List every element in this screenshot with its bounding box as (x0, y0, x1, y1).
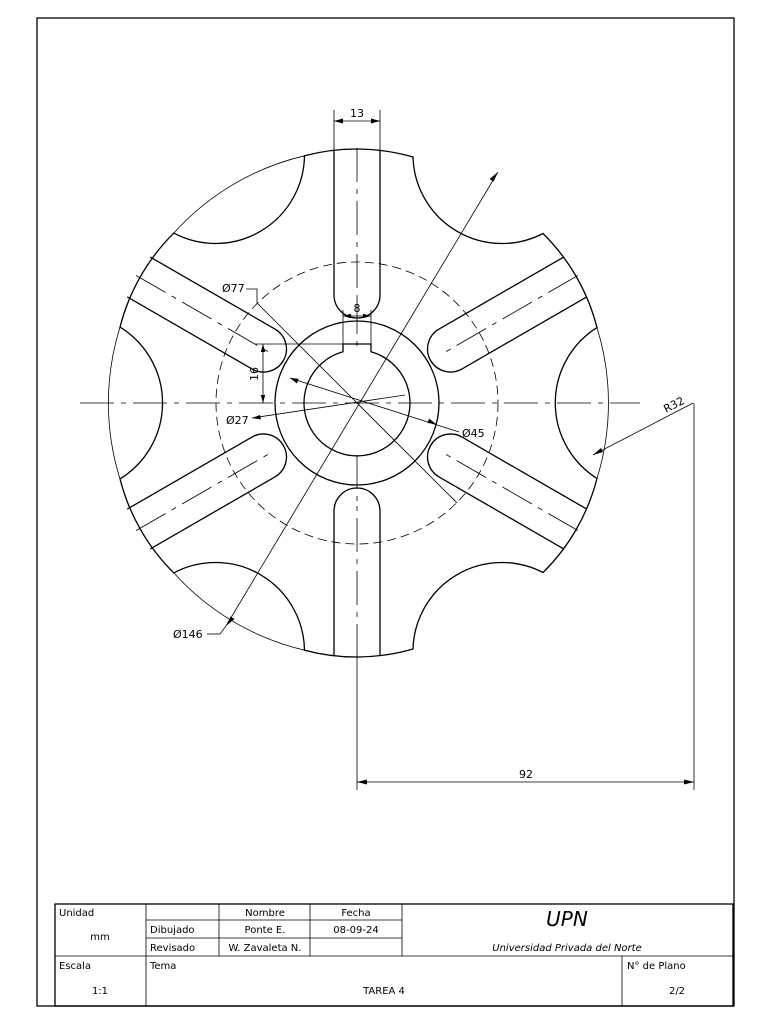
institution-abbr: UPN (546, 907, 588, 931)
outer-diameter-arc (596, 327, 609, 479)
slot (126, 433, 288, 550)
institution-name: Universidad Privada del Norte (492, 943, 641, 954)
unidad-label: Unidad (59, 908, 94, 919)
slot (426, 256, 588, 373)
part-outline (119, 148, 598, 658)
keyway-width-dim: 8 (354, 302, 361, 315)
escala-value: 1:1 (92, 986, 108, 997)
plano-label: N° de Plano (627, 961, 686, 972)
tema-label: Tema (149, 961, 176, 972)
fecha-header: Fecha (341, 908, 370, 919)
sheet-border (36, 17, 735, 1007)
keyway-depth-dim: 16 (248, 367, 261, 381)
slot (126, 256, 288, 373)
outer-diameter-arc (173, 572, 305, 651)
outer-diameter-arc (173, 155, 305, 234)
plano-value: 2/2 (669, 986, 685, 997)
hub-dim: Ø45 (462, 427, 485, 440)
dibujado-date: 08-09-24 (333, 925, 378, 936)
notch-center-distance-dim: 92 (519, 768, 533, 781)
slot (426, 433, 588, 550)
slot (333, 148, 381, 319)
bolt-circle-dim: Ø77 (222, 282, 245, 295)
slot-width-dim: 13 (350, 107, 364, 120)
gear-part (80, 148, 640, 658)
dibujado-label: Dibujado (150, 925, 195, 936)
dibujado-name: Ponte E. (245, 925, 286, 936)
bore-dim: Ø27 (226, 414, 249, 427)
unidad-value: mm (90, 932, 109, 943)
revisado-name: W. Zavaleta N. (229, 943, 302, 954)
nombre-header: Nombre (245, 908, 285, 919)
outer-diameter-dim: Ø146 (173, 628, 203, 641)
revisado-label: Revisado (150, 943, 195, 954)
dimensions: 13 8 16 Ø77 Ø27 Ø45 Ø146 (173, 107, 695, 790)
bore-keyway (303, 343, 411, 457)
title-block: Unidad mm Nombre Fecha Dibujado Ponte E.… (54, 903, 734, 1007)
tema-value: TAREA 4 (362, 986, 405, 997)
escala-label: Escala (59, 961, 91, 972)
slot (333, 487, 381, 658)
